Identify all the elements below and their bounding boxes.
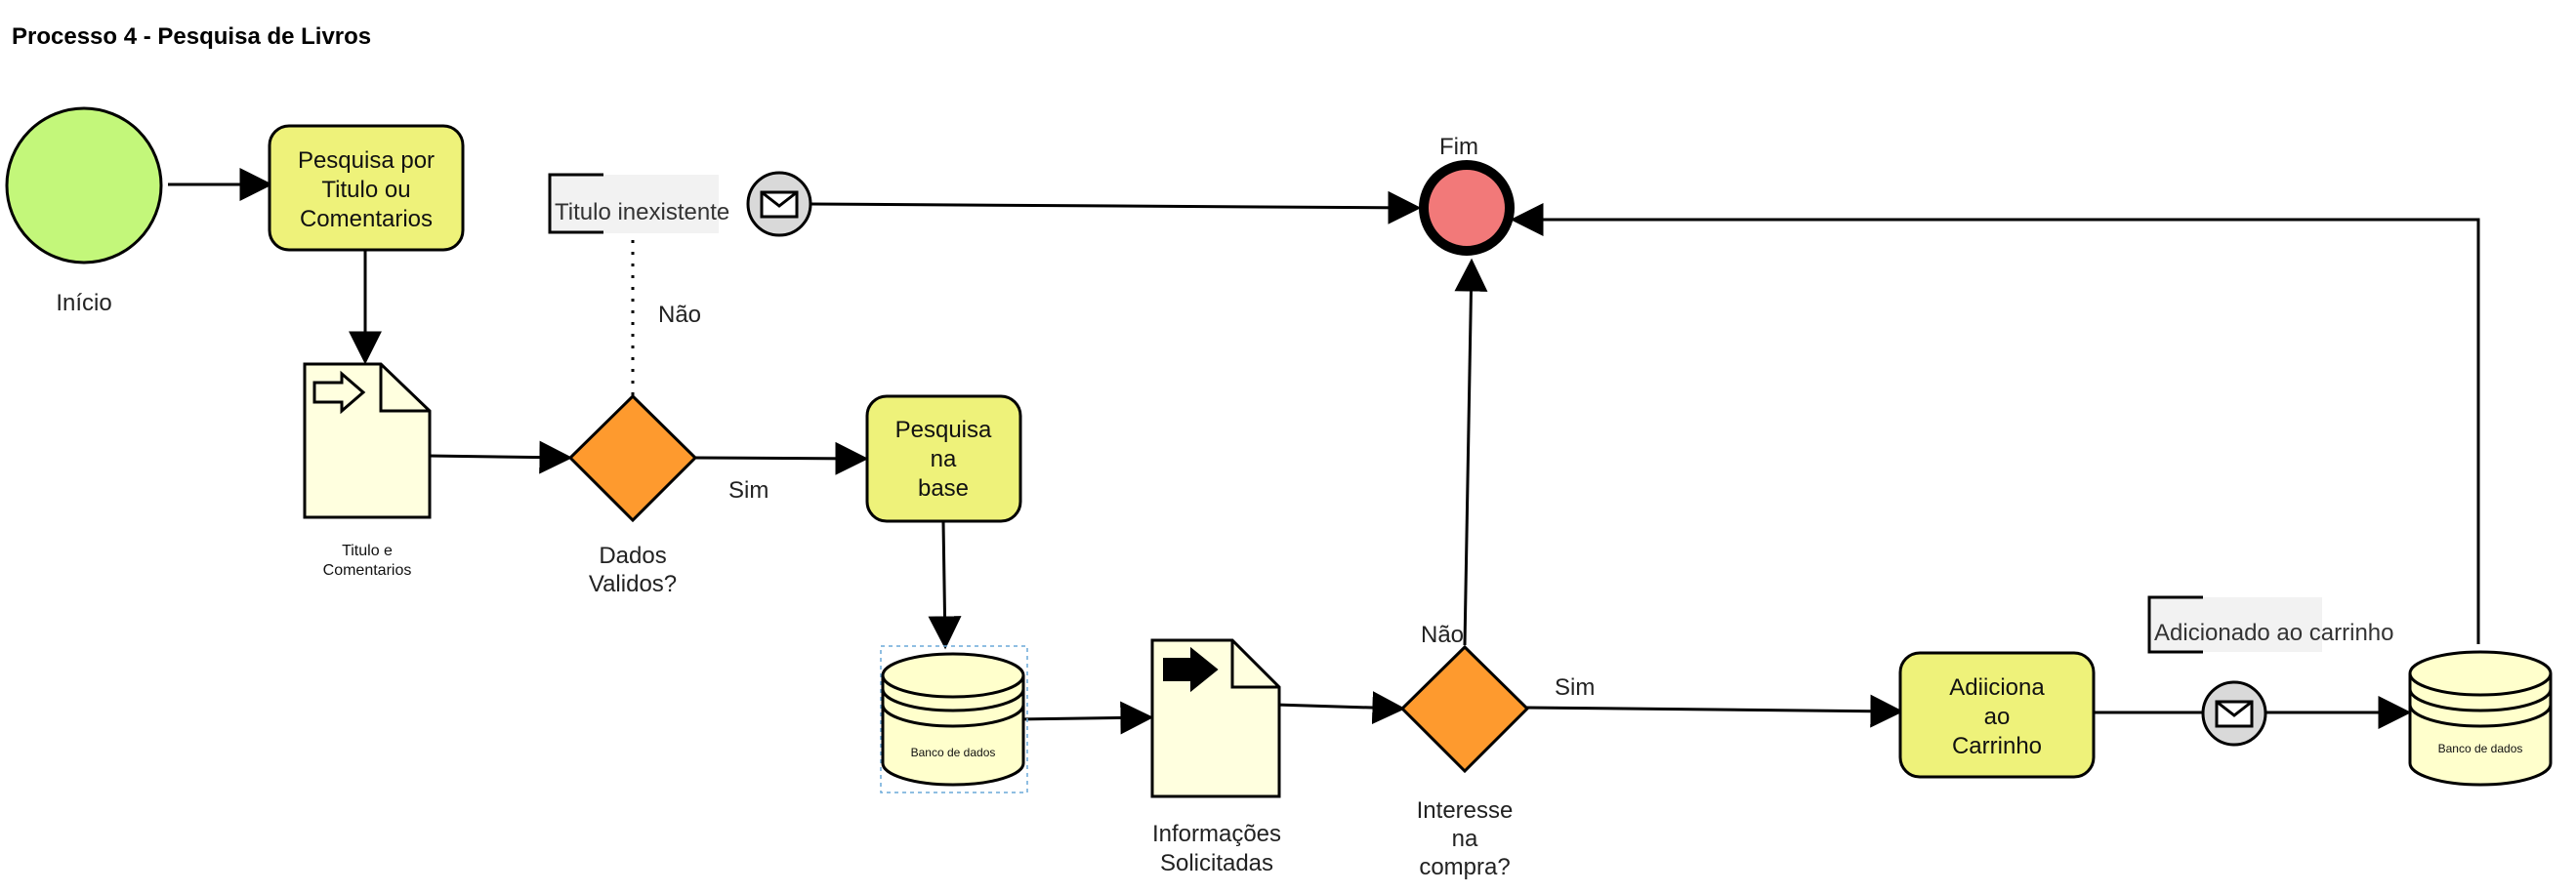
message-event-1[interactable] xyxy=(746,171,812,237)
document-title-comments-label-2: Comentarios xyxy=(323,562,412,579)
flow-gateway-sim-to-add-cart[interactable] xyxy=(1525,694,1904,728)
envelope-icon xyxy=(760,190,799,219)
gateway-purchase-interest-label-1: Interesse xyxy=(1417,797,1514,824)
flow-search-base-to-database[interactable] xyxy=(928,520,962,650)
task-search-title-line-1: Pesquisa por xyxy=(298,147,435,174)
task-add-cart[interactable]: Adiiciona ao Carrinho xyxy=(1898,651,2096,779)
gateway-valid-data[interactable]: Dados Validos? xyxy=(567,393,698,597)
end-event[interactable] xyxy=(1419,160,1515,256)
gateway-purchase-interest-label-3: compra? xyxy=(1419,854,1510,880)
gateway-purchase-interest-label-2: na xyxy=(1452,826,1478,852)
end-event-label: Fim xyxy=(1439,134,1478,160)
task-add-cart-line-1: Adiiciona xyxy=(1949,674,2045,701)
document-requested-info[interactable]: Informações Solicitadas xyxy=(1150,638,1281,876)
gateway-purchase-interest[interactable]: Interesse na compra? xyxy=(1399,644,1530,880)
flow-label-nao-2: Não xyxy=(1421,622,1464,648)
flow-message-to-end[interactable] xyxy=(810,190,1422,224)
flow-document-to-gateway[interactable] xyxy=(427,440,573,474)
flow-database-to-info-document[interactable] xyxy=(1015,701,1154,735)
annotation-title-missing-text: Titulo inexistente xyxy=(555,199,729,225)
flow-info-document-to-gateway[interactable] xyxy=(1274,691,1406,725)
envelope-icon xyxy=(2215,700,2254,728)
flow-gateway-sim-to-search-base[interactable] xyxy=(692,441,869,475)
start-event[interactable] xyxy=(5,106,163,264)
document-title-comments[interactable]: Titulo e Comentarios xyxy=(303,362,432,579)
message-event-2[interactable] xyxy=(2201,680,2267,747)
database-1[interactable]: Banco de dados xyxy=(880,645,1028,793)
gateway-valid-data-label-1: Dados xyxy=(599,543,666,569)
diagram-title: Processo 4 - Pesquisa de Livros xyxy=(12,23,371,50)
database-2[interactable]: Banco de dados xyxy=(2408,650,2553,787)
filled-arrow-icon xyxy=(1163,646,1219,693)
flow-label-nao-1: Não xyxy=(658,302,701,328)
document-requested-info-label-1: Informações xyxy=(1152,821,1281,847)
flow-database-to-end[interactable] xyxy=(1510,203,2480,644)
task-add-cart-line-2: ao xyxy=(1984,704,2011,730)
task-search-base-line-3: base xyxy=(918,475,969,502)
sequence-flows xyxy=(168,168,2480,735)
flow-gateway-nao-to-end[interactable] xyxy=(1454,258,1488,646)
database-1-label: Banco de dados xyxy=(911,746,996,759)
task-search-title[interactable]: Pesquisa por Titulo ou Comentarios xyxy=(268,124,465,252)
task-search-title-line-3: Comentarios xyxy=(300,206,433,232)
task-search-base-line-1: Pesquisa xyxy=(895,417,992,443)
selection-box xyxy=(880,645,1028,793)
flow-label-sim-2: Sim xyxy=(1555,674,1595,701)
task-search-title-line-2: Titulo ou xyxy=(321,177,410,203)
document-requested-info-label-2: Solicitadas xyxy=(1160,850,1273,876)
flow-label-sim-1: Sim xyxy=(728,477,769,504)
annotation-added-to-cart-text: Adicionado ao carrinho xyxy=(2154,620,2394,646)
task-search-base[interactable]: Pesquisa na base xyxy=(865,394,1022,523)
task-search-base-line-2: na xyxy=(931,446,957,472)
task-add-cart-line-3: Carrinho xyxy=(1952,733,2042,759)
start-event-label: Início xyxy=(56,290,111,316)
outlined-arrow-icon xyxy=(312,370,366,415)
annotation-added-to-cart[interactable]: Adicionado ao carrinho xyxy=(2147,595,2394,654)
annotation-title-missing[interactable]: Titulo inexistente xyxy=(548,173,729,234)
database-2-label: Banco de dados xyxy=(2438,742,2523,755)
document-title-comments-label-1: Titulo e xyxy=(342,543,393,559)
gateway-valid-data-label-2: Validos? xyxy=(589,571,677,597)
